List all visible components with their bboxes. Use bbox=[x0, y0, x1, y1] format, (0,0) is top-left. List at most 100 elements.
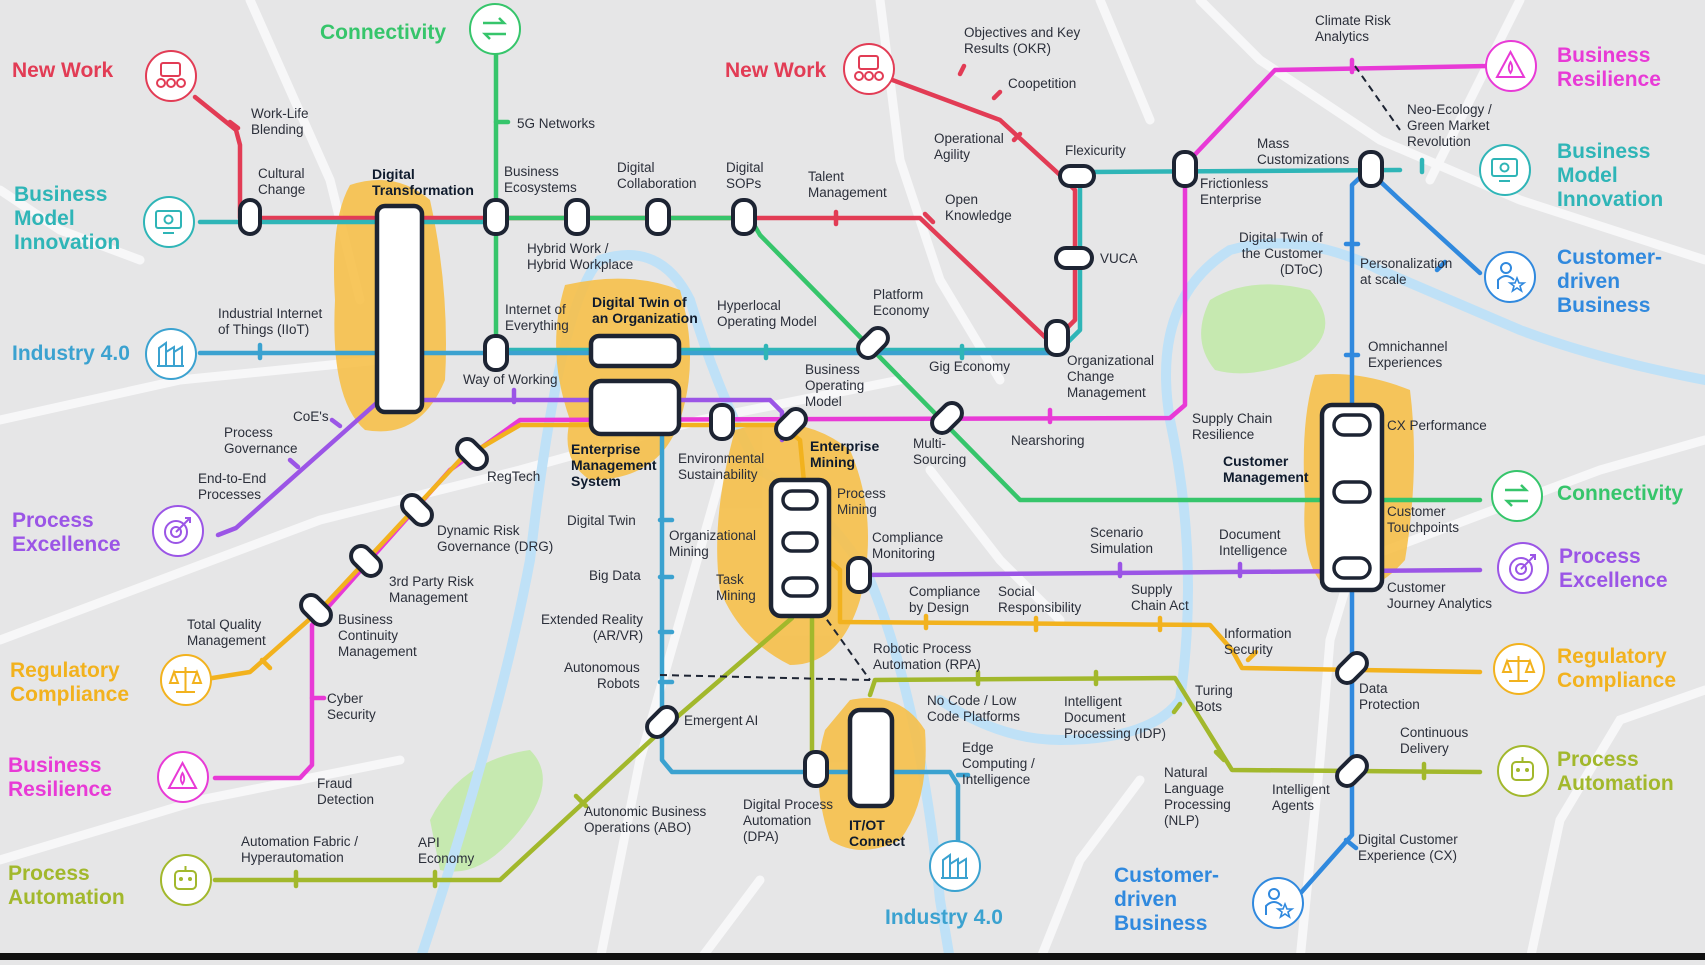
interchange-data-protection[interactable] bbox=[1333, 649, 1371, 687]
endpoint-connectivity-right[interactable]: Connectivity bbox=[1557, 482, 1684, 505]
robot-icon bbox=[1497, 745, 1549, 797]
endpoint-bmi-left[interactable]: Business Model Innovation bbox=[14, 183, 121, 254]
scales-icon bbox=[160, 654, 212, 706]
line-new-work-mid bbox=[745, 65, 1078, 343]
station-way-of-working: Way of Working bbox=[463, 372, 558, 387]
endpoint-industry40-bottom[interactable]: Industry 4.0 bbox=[885, 906, 1003, 929]
station-mass-customization: Mass Customizations bbox=[1257, 136, 1350, 167]
station-frictionless: Frictionless Enterprise bbox=[1200, 176, 1269, 207]
interchange-business-operating-model[interactable] bbox=[772, 405, 810, 443]
interchange-org-change[interactable] bbox=[1044, 319, 1070, 357]
park bbox=[1201, 284, 1326, 374]
station-cultural-change: Cultural Change bbox=[258, 166, 306, 197]
interchange-bcm[interactable] bbox=[297, 591, 335, 629]
station-abo: Autonomic Business Operations (ABO) bbox=[584, 804, 707, 835]
station-platform-economy: Platform Economy bbox=[873, 287, 930, 318]
team-collaboration-icon bbox=[145, 50, 197, 102]
target-arrow-icon bbox=[152, 505, 204, 557]
endpoint-business-resilience-top[interactable]: Business Resilience bbox=[1557, 44, 1661, 91]
sync-arrows-icon bbox=[469, 3, 521, 55]
endpoint-new-work-mid[interactable]: New Work bbox=[725, 59, 827, 82]
hub-it-ot-connect[interactable] bbox=[847, 707, 895, 809]
endpoint-bmi-right[interactable]: Business Model Innovation bbox=[1557, 140, 1664, 211]
endpoint-cdb-bottom[interactable]: Customer- driven Business bbox=[1114, 864, 1220, 935]
endpoint-process-automation-left[interactable]: Process Automation bbox=[8, 862, 125, 909]
interchange-cultural-change[interactable] bbox=[238, 198, 262, 236]
monitor-gear-icon bbox=[1479, 144, 1531, 196]
river bbox=[415, 238, 1705, 965]
endpoint-business-resilience-left[interactable]: Business Resilience bbox=[8, 754, 112, 801]
interchange-environmental[interactable] bbox=[709, 403, 735, 441]
endpoint-process-excellence-left[interactable]: Process Excellence bbox=[12, 509, 121, 556]
station-digital-twin: Digital Twin bbox=[567, 513, 636, 528]
station-nlp: Natural Language Processing (NLP) bbox=[1164, 765, 1231, 828]
factory-icon bbox=[929, 840, 981, 892]
interchange-emergent-ai[interactable] bbox=[643, 703, 681, 741]
hub-label-digital-twin-org: Digital Twin of an Organization bbox=[592, 294, 698, 326]
hub-label-it-ot-connect: IT/OT Connect bbox=[849, 817, 905, 849]
station-data-protection: Data Protection bbox=[1359, 681, 1420, 712]
interchange-drg[interactable] bbox=[398, 491, 436, 529]
station-fraud-detection: Fraud Detection bbox=[317, 776, 375, 807]
interchange-3rd-party[interactable] bbox=[347, 542, 385, 580]
station-information-security: Information Security bbox=[1224, 626, 1292, 657]
hub-slot bbox=[781, 576, 819, 598]
interchange-intelligent-agents[interactable] bbox=[1333, 752, 1371, 790]
station-rpa: Robotic Process Automation (RPA) bbox=[873, 641, 981, 672]
station-autonomous-robots: Autonomous Robots bbox=[564, 660, 640, 691]
interchange-digital-sops[interactable] bbox=[731, 198, 757, 236]
hub-label-digital-transformation: Digital Transformation bbox=[372, 166, 474, 198]
station-climate-risk: Climate Risk Analytics bbox=[1315, 13, 1391, 44]
endpoint-cdb-right[interactable]: Customer- driven Business bbox=[1557, 246, 1663, 317]
station-extended-reality: Extended Reality (AR/VR) bbox=[541, 612, 644, 643]
station-dtoc: Digital Twin of the Customer (DToC) bbox=[1239, 230, 1323, 277]
interchange-mass-customization[interactable] bbox=[1358, 150, 1384, 188]
station-customer-touchpoints: Customer Touchpoints bbox=[1387, 504, 1460, 535]
hub-slot bbox=[1332, 556, 1372, 580]
interchange-regtech[interactable] bbox=[453, 435, 491, 473]
station-turing-bots: Turing Bots bbox=[1195, 683, 1233, 714]
station-okr: Objectives and Key Results (OKR) bbox=[964, 25, 1081, 56]
station-vuca: VUCA bbox=[1100, 251, 1138, 266]
hub-digital-twin-org[interactable] bbox=[588, 333, 682, 369]
hub-digital-transformation[interactable] bbox=[374, 203, 425, 415]
endpoint-connectivity-top[interactable]: Connectivity bbox=[320, 21, 447, 44]
station-e2e-processes: End-to-End Processes bbox=[198, 471, 267, 502]
station-organizational-mining: Organizational Mining bbox=[669, 528, 757, 559]
hub-enterprise-management[interactable] bbox=[588, 378, 682, 437]
interchange-business-ecosystems[interactable] bbox=[483, 198, 509, 236]
interchange-platform-economy[interactable] bbox=[854, 324, 892, 362]
interchange-digital-collaboration-2[interactable] bbox=[645, 198, 671, 236]
interchange-dpa[interactable] bbox=[803, 750, 829, 788]
station-coes: CoE's bbox=[293, 409, 329, 424]
warning-fire-icon bbox=[1485, 40, 1537, 92]
station-digital-collaboration: Digital Collaboration bbox=[617, 160, 697, 191]
interchange-vuca[interactable] bbox=[1054, 246, 1094, 270]
hub-slot bbox=[1332, 480, 1372, 504]
interchange-multi-sourcing[interactable] bbox=[928, 399, 966, 437]
interchange-internet-everything[interactable] bbox=[483, 334, 509, 372]
station-document-intelligence: Document Intelligence bbox=[1219, 527, 1288, 558]
endpoint-industry40-left[interactable]: Industry 4.0 bbox=[12, 342, 130, 365]
interchange-digital-collaboration[interactable] bbox=[564, 198, 590, 236]
robot-icon bbox=[160, 854, 212, 906]
endpoint-regulatory-right[interactable]: Regulatory Compliance bbox=[1557, 645, 1677, 692]
station-5g: 5G Networks bbox=[517, 116, 596, 131]
line-business-resilience-left bbox=[212, 63, 1491, 781]
bottom-edge-bar bbox=[0, 953, 1705, 960]
station-tqm: Total Quality Management bbox=[187, 617, 266, 648]
station-flexicurity: Flexicurity bbox=[1065, 143, 1126, 158]
station-cx-performance: CX Performance bbox=[1387, 418, 1487, 433]
station-no-code: No Code / Low Code Platforms bbox=[927, 693, 1021, 724]
endpoint-regulatory-left[interactable]: Regulatory Compliance bbox=[10, 659, 130, 706]
station-automation-fabric: Automation Fabric / Hyperautomation bbox=[241, 834, 359, 865]
interchange-frictionless[interactable] bbox=[1172, 150, 1198, 188]
interchange-compliance-monitoring[interactable] bbox=[846, 556, 872, 594]
endpoint-new-work-left[interactable]: New Work bbox=[12, 59, 114, 82]
station-operational-agility: Operational Agility bbox=[934, 131, 1004, 162]
endpoint-process-automation-right[interactable]: Process Automation bbox=[1557, 748, 1674, 795]
endpoint-process-excellence-right[interactable]: Process Excellence bbox=[1559, 545, 1668, 592]
station-nearshoring: Nearshoring bbox=[1011, 433, 1085, 448]
interchange-flexicurity[interactable] bbox=[1058, 164, 1096, 188]
